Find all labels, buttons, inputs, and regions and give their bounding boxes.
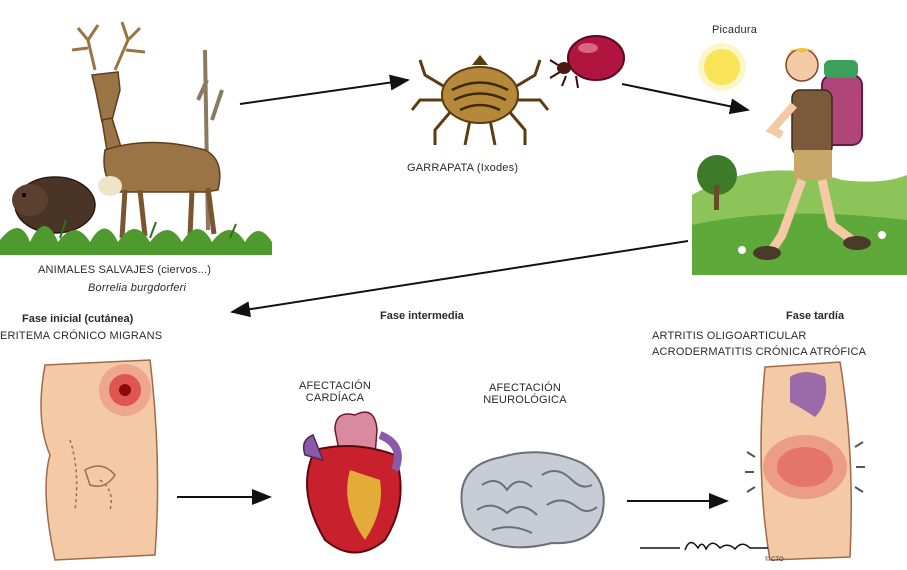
skin-rash-illustration (40, 359, 159, 561)
sun-icon (704, 49, 740, 85)
arrow-tick-to-hiker (621, 83, 750, 115)
tick-illustration (410, 55, 550, 146)
acrodermatitis-label: ACRODERMATITIS CRÓNICA ATRÓFICA (652, 346, 867, 358)
knee-arthritis-illustration (745, 361, 865, 561)
engorged-tick-illustration (549, 35, 625, 89)
borrelia-label: Borrelia burgdorferi (88, 282, 187, 294)
cardiac-label: AFECTACIÓN CARDÍACA (298, 380, 372, 404)
wild-animals-label: ANIMALES SALVAJES (ciervos...) (38, 264, 212, 276)
arthritis-label: ARTRITIS OLIGOARTICULAR (652, 330, 807, 342)
tick-label: GARRAPATA (Ixodes) (407, 162, 519, 174)
intermediate-phase-title: Fase intermedia (380, 310, 464, 322)
arrow-animals-to-tick (239, 74, 410, 105)
late-phase-title: Fase tardía (786, 310, 845, 322)
erythema-label: ERITEMA CRÓNICO MIGRANS (0, 330, 163, 342)
bite-label: Picadura (712, 24, 758, 36)
neurological-label: AFECTACIÓN NEUROLÓGICA (483, 382, 567, 406)
early-phase-title: Fase inicial (cutánea) (22, 313, 134, 325)
brain-illustration (460, 451, 605, 549)
hiker-illustration (692, 43, 907, 275)
heart-illustration (302, 411, 402, 554)
wild-animals-illustration (0, 21, 272, 255)
artist-signature (640, 541, 768, 551)
arrow-hiker-to-skin (230, 240, 689, 318)
copyright-label: © CTO (765, 557, 784, 563)
